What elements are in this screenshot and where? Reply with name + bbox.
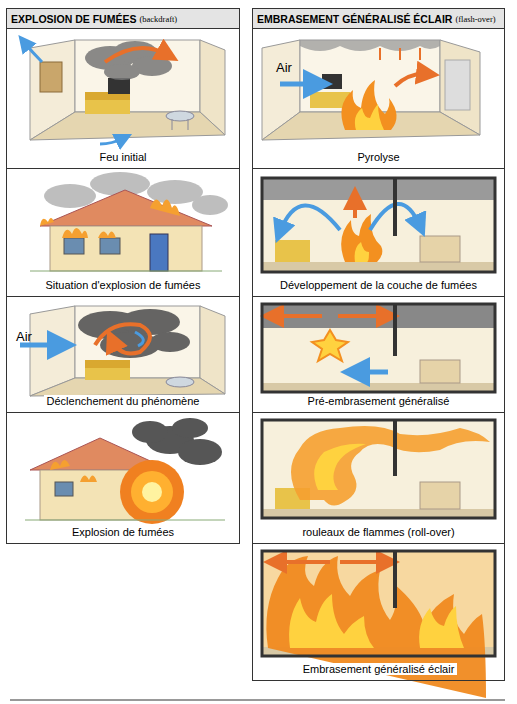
caption-row: Explosion de fumées <box>7 522 239 540</box>
caption-row: Déclenchement du phénomène <box>7 391 239 409</box>
caption-row: Pyrolyse <box>253 147 504 165</box>
house-smoke-situation <box>30 172 228 271</box>
panel-cell: Feu initial <box>6 28 240 169</box>
panel-caption: Pyrolyse <box>354 151 402 163</box>
column-header: EXPLOSION DE FUMÉES(backdraft) <box>6 8 240 29</box>
caption-row: Situation d'explosion de fumées <box>7 275 239 293</box>
panel-cell: Pré-embrasement généralisé <box>252 296 505 413</box>
panel-cell: rouleaux de flammes (roll-over) <box>252 412 505 544</box>
header-subtitle: (flash-over) <box>455 14 495 24</box>
house-explosion <box>25 418 225 524</box>
column-header: EMBRASEMENT GÉNÉRALISÉ ÉCLAIR(flash-over… <box>252 8 505 29</box>
panel-caption: Embrasement généralisé éclair <box>300 663 458 675</box>
panel-caption: Déclenchement du phénomène <box>44 395 203 407</box>
section-pre-flashover <box>262 304 495 392</box>
panel-caption: Pré-embrasement généralisé <box>305 395 453 407</box>
room-pyrolysis <box>262 40 480 140</box>
panel-cell: Explosion de fumées <box>6 412 240 544</box>
caption-row: Développement de la couche de fumées <box>253 275 504 293</box>
panel-cell: Déclenchement du phénomène <box>6 296 240 413</box>
header-title: EXPLOSION DE FUMÉES <box>11 13 136 25</box>
panel-caption: Situation d'explosion de fumées <box>43 279 204 291</box>
caption-row: Feu initial <box>7 147 239 165</box>
room-trigger <box>20 306 225 396</box>
section-roll-over <box>262 420 495 518</box>
panel-cell: Situation d'explosion de fumées <box>6 168 240 297</box>
bottom-rule <box>10 700 505 701</box>
room-initial-fire <box>24 40 225 144</box>
header-title: EMBRASEMENT GÉNÉRALISÉ ÉCLAIR <box>257 13 452 25</box>
caption-row: rouleaux de flammes (roll-over) <box>253 522 504 540</box>
panel-caption: Explosion de fumées <box>69 526 177 538</box>
panel-cell: Développement de la couche de fumées <box>252 168 505 297</box>
section-smoke-layer <box>262 178 495 272</box>
panel-cell: Embrasement généralisé éclair <box>252 543 505 681</box>
panel-caption: Développement de la couche de fumées <box>277 279 480 291</box>
air-label: Air <box>16 329 32 344</box>
header-subtitle: (backdraft) <box>139 14 177 24</box>
panel-caption: Feu initial <box>96 151 149 163</box>
caption-row: Embrasement généralisé éclair <box>253 659 504 677</box>
air-label: Air <box>276 60 292 75</box>
section-flashover <box>262 551 495 698</box>
panel-cell: Pyrolyse <box>252 28 505 169</box>
panel-caption: rouleaux de flammes (roll-over) <box>299 526 457 538</box>
caption-row: Pré-embrasement généralisé <box>253 391 504 409</box>
